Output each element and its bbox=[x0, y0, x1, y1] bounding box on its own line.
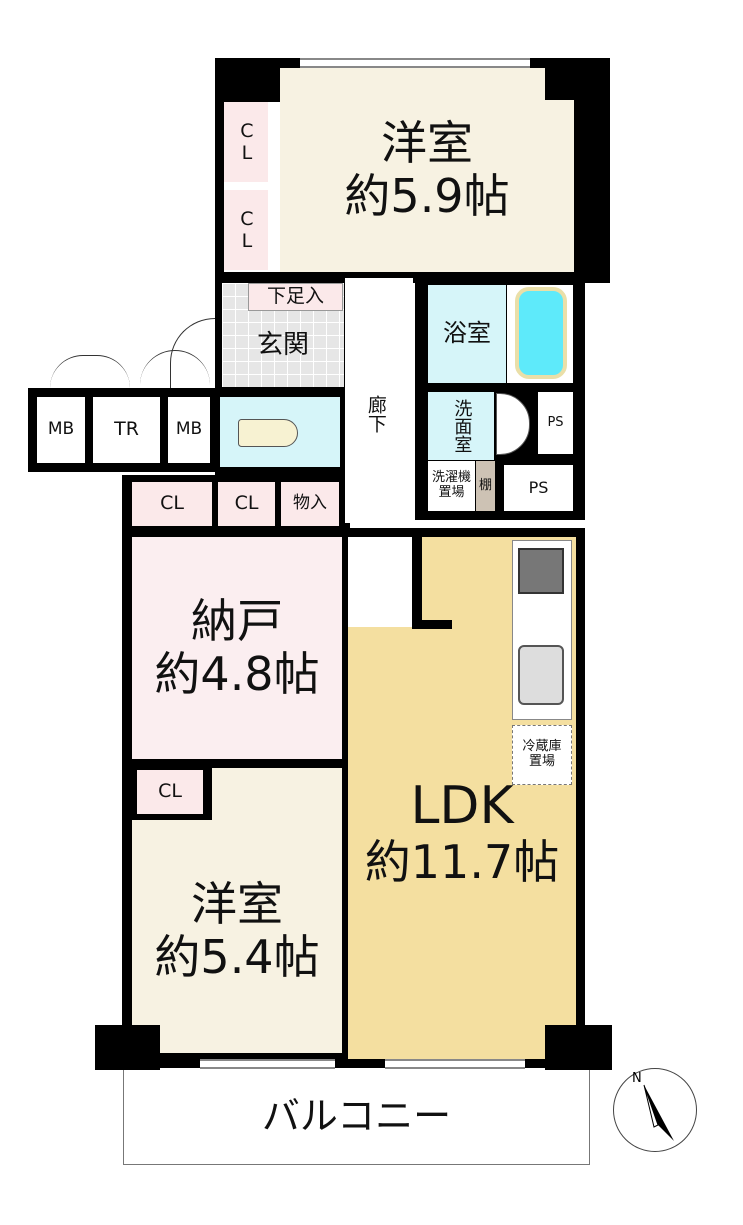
balcony: バルコニー bbox=[123, 1070, 590, 1165]
room-name: 洋室 bbox=[381, 116, 473, 171]
window bbox=[200, 1059, 335, 1069]
ps-label: PS bbox=[528, 477, 549, 497]
shoe-box: 下足入 bbox=[248, 283, 343, 311]
pipe-space: PS bbox=[538, 392, 573, 454]
storage: 物入 bbox=[281, 482, 339, 526]
window bbox=[300, 58, 530, 68]
washroom-label: 洗面室 bbox=[451, 399, 473, 453]
entrance: 玄関 bbox=[222, 283, 344, 387]
door-swing bbox=[170, 318, 215, 388]
laundry-label: 洗濯機置場 bbox=[431, 470, 471, 500]
bathtub-icon bbox=[515, 287, 567, 379]
pillar bbox=[215, 58, 280, 100]
meter-box: MB bbox=[168, 397, 210, 463]
closet-label: CL bbox=[235, 208, 258, 252]
kitchen-sink-icon bbox=[518, 645, 564, 705]
hallway bbox=[345, 278, 413, 523]
hallway-label: 廊下 bbox=[360, 395, 390, 433]
pillar bbox=[95, 1025, 160, 1070]
closet-doors bbox=[268, 102, 280, 272]
closet: CL bbox=[224, 102, 268, 182]
room-size: 約4.8帖 bbox=[154, 647, 320, 701]
pipe-space: PS bbox=[504, 465, 573, 511]
north-label: N bbox=[632, 1071, 642, 1086]
closet: CL bbox=[132, 482, 212, 526]
door-swing bbox=[50, 355, 130, 388]
room-size: 約5.9帖 bbox=[344, 169, 510, 223]
bathroom: 浴室 bbox=[428, 285, 506, 383]
pillar bbox=[545, 1025, 612, 1070]
storage-label: 物入 bbox=[293, 493, 327, 514]
laundry-space: 洗濯機置場 bbox=[428, 461, 475, 511]
closet: CL bbox=[224, 190, 268, 270]
shelf-label: 棚 bbox=[478, 477, 492, 493]
mb-label: MB bbox=[47, 419, 75, 440]
bath-label: 浴室 bbox=[443, 319, 491, 348]
closet: CL bbox=[137, 770, 203, 814]
stove-icon bbox=[518, 548, 564, 594]
trunk-room: TR bbox=[93, 397, 160, 463]
mb-label: MB bbox=[175, 419, 203, 440]
washroom: 洗面室 bbox=[428, 392, 494, 460]
fridge-space: 冷蔵庫置場 bbox=[512, 725, 572, 785]
room-size: 約11.7帖 bbox=[364, 835, 560, 890]
wall bbox=[412, 620, 452, 629]
room-name: LDK bbox=[410, 775, 514, 836]
room-size: 約5.4帖 bbox=[154, 929, 320, 984]
closet: CL bbox=[218, 482, 275, 526]
room-name: 納戸 bbox=[191, 594, 283, 649]
closet-label: CL bbox=[160, 492, 184, 515]
toilet-icon bbox=[238, 419, 298, 447]
storage-room: 納戸 約4.8帖 bbox=[132, 537, 342, 759]
ps-label: PS bbox=[547, 414, 564, 430]
western-room-top: 洋室 約5.9帖 bbox=[280, 68, 574, 272]
tr-label: TR bbox=[114, 418, 139, 441]
hallway-text: 廊下 bbox=[364, 395, 387, 433]
meter-box: MB bbox=[37, 397, 85, 463]
fridge-label: 冷蔵庫置場 bbox=[522, 739, 562, 769]
closet-label: CL bbox=[235, 120, 258, 164]
shoe-box-label: 下足入 bbox=[266, 285, 324, 308]
entrance-label: 玄関 bbox=[256, 330, 309, 361]
pillar bbox=[545, 58, 610, 100]
hall-lower bbox=[348, 537, 412, 627]
shelf: 棚 bbox=[476, 461, 495, 511]
closet-label: CL bbox=[158, 780, 182, 803]
window bbox=[385, 1059, 525, 1069]
closet-label: CL bbox=[234, 492, 259, 515]
room-name: 洋室 bbox=[191, 876, 283, 931]
wall bbox=[412, 537, 422, 629]
compass-icon: N bbox=[613, 1068, 697, 1152]
balcony-label: バルコニー bbox=[261, 1094, 452, 1139]
